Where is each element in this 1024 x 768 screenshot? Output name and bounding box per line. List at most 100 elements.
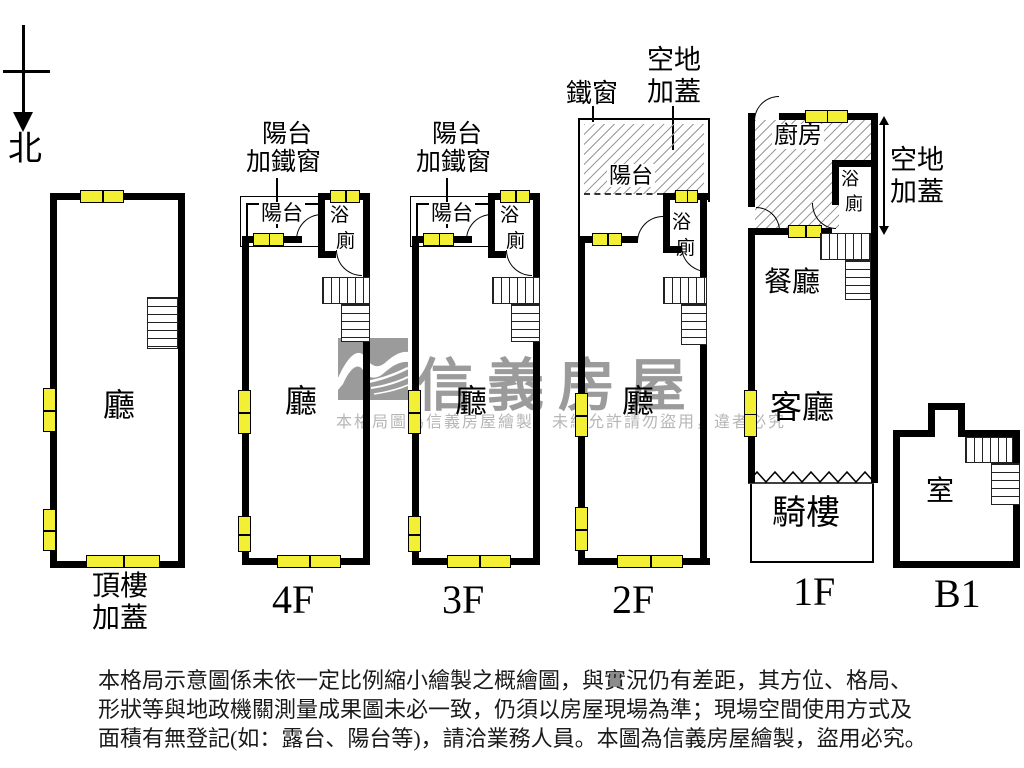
caption-2f: 2F	[612, 577, 655, 622]
wall	[700, 193, 707, 565]
window	[592, 233, 622, 246]
room-label-hall: 廳	[622, 383, 655, 419]
stairs	[147, 297, 178, 349]
disclaimer-line2: 形狀等與地政機關測量成果圖未必一致，仍須以房屋現場為準；現場空間使用方式及	[98, 697, 913, 722]
wall	[832, 160, 878, 167]
stairs	[511, 304, 540, 342]
window	[500, 190, 530, 203]
caption-3f: 3F	[442, 577, 485, 622]
note-covered-line2: 加蓋	[647, 77, 701, 107]
note-covered-line1: 空地	[647, 45, 701, 75]
room-label-bath-line1: 浴	[841, 169, 859, 189]
window	[238, 516, 251, 552]
stairs	[663, 277, 707, 304]
stairs	[965, 437, 1013, 463]
room-label-balcony: 陽台	[259, 201, 305, 225]
wall	[533, 193, 540, 565]
note-covered-line1: 空地	[890, 145, 944, 175]
window	[80, 190, 124, 203]
room-label-bath-line2: 廁	[336, 231, 356, 252]
window	[617, 555, 683, 568]
balcony-rail	[416, 203, 418, 243]
window	[423, 233, 454, 246]
wall	[663, 246, 681, 253]
balcony-rail	[246, 203, 248, 243]
stairs	[845, 260, 871, 300]
wall	[663, 193, 670, 253]
arcade-outline	[872, 484, 874, 563]
bath-interior	[839, 167, 871, 228]
stairs	[681, 304, 707, 345]
window	[675, 190, 698, 203]
window	[86, 555, 160, 568]
rolling-door-zigzag	[748, 470, 875, 484]
iron-cage-outline	[708, 118, 710, 202]
note-balcony-line1: 陽台	[262, 121, 313, 148]
stairs	[991, 463, 1020, 505]
wall	[50, 193, 57, 568]
dimension-arrow-up	[879, 116, 889, 125]
arcade-outline	[750, 561, 874, 563]
room-label-dining: 餐廳	[764, 267, 821, 298]
room-label-kitchen: 廚房	[772, 123, 824, 150]
note-balcony-line2: 加鐵窗	[246, 149, 322, 176]
caption-1f: 1F	[793, 569, 836, 614]
room-label-bath-line2: 廁	[845, 194, 863, 214]
window	[253, 233, 284, 246]
north-arrow-head	[13, 112, 33, 132]
note-balcony-line2: 加鐵窗	[416, 149, 492, 176]
window	[408, 390, 421, 434]
iron-cage-outline	[578, 118, 580, 238]
wall	[318, 251, 336, 258]
wall	[318, 193, 325, 258]
window	[575, 507, 588, 551]
dimension-arrow-down	[879, 226, 889, 235]
wall	[893, 561, 1020, 568]
wall	[871, 113, 878, 483]
note-iron-window: 鐵窗	[566, 79, 619, 108]
watermark-notice: 本格局圖為信義房屋繪製，未經允許請勿盜用，違者必究	[336, 414, 787, 431]
iron-cage-outline	[578, 118, 710, 120]
window	[238, 390, 251, 434]
caption-4f: 4F	[272, 577, 315, 622]
wall	[748, 113, 755, 207]
room-label-bath-line1: 浴	[330, 205, 350, 226]
wall	[893, 430, 935, 437]
stairs	[492, 277, 540, 304]
room-label-living: 客廳	[770, 389, 835, 425]
stairs	[820, 233, 871, 260]
wall	[958, 430, 1020, 437]
wall	[488, 251, 506, 258]
caption-roof-line2: 加蓋	[92, 603, 149, 634]
caption-b1: B1	[934, 571, 981, 616]
balcony-boundary-dashed	[584, 193, 663, 197]
watermark-brand: 信義房屋	[416, 355, 700, 418]
window	[43, 509, 56, 551]
room-label-hall: 廳	[103, 387, 136, 423]
window	[330, 190, 360, 203]
wall	[893, 430, 900, 568]
window	[277, 555, 341, 568]
dimension-line	[883, 122, 885, 228]
north-arrow-shaft	[22, 25, 25, 113]
caption-roof-line1: 頂樓	[92, 571, 149, 602]
leader-line	[592, 106, 594, 122]
wall	[958, 403, 965, 437]
disclaimer-line3: 面積有無登記(如：露台、陽台等)，請洽業務人員。本圖為信義房屋繪製，盜用必究。	[98, 726, 927, 751]
room-label-balcony: 陽台	[607, 163, 656, 188]
north-arrow-crossbar	[3, 70, 50, 73]
room-label-balcony: 陽台	[429, 201, 475, 225]
window	[805, 110, 848, 123]
wall	[928, 403, 935, 437]
wall	[928, 403, 965, 410]
room-label-hall: 廳	[285, 383, 318, 419]
